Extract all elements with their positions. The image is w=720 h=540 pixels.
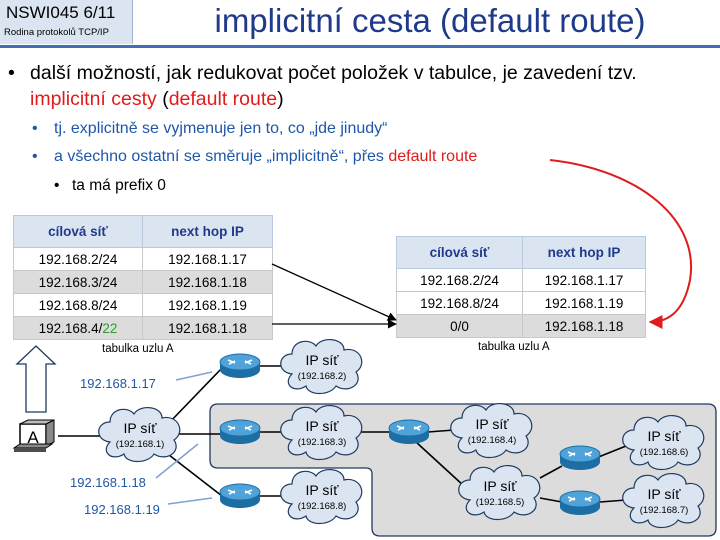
cloud-192-168-8: IP síť (192.168.8) bbox=[280, 469, 363, 525]
dest-cell-aggregated: 192.168.4/22 bbox=[13, 316, 143, 340]
router-icon bbox=[219, 483, 261, 509]
table-row: 192.168.3/24 192.168.1.18 bbox=[13, 270, 273, 294]
ip-pointers bbox=[155, 371, 213, 505]
nexthop-cell: 192.168.1.18 bbox=[142, 316, 273, 340]
cloud-network-label: (192.168.3) bbox=[298, 437, 347, 448]
header-divider bbox=[0, 45, 720, 48]
cloud-title: IP síť bbox=[647, 486, 681, 502]
router-icon bbox=[559, 490, 601, 516]
computer-icon bbox=[12, 419, 55, 452]
cloud-title: IP síť bbox=[123, 420, 157, 436]
slide-title: implicitní cesta (default route) bbox=[214, 2, 646, 39]
col-header-nexthop: next hop IP bbox=[142, 215, 273, 248]
table-row: 192.168.2/24 192.168.1.17 bbox=[396, 268, 646, 292]
cloud-192-168-1: IP síť (192.168.1) bbox=[98, 407, 181, 463]
bullet-sub-implicit: a všechno ostatní se směruje „implicitně… bbox=[54, 148, 477, 166]
dest-cell: 192.168.8/24 bbox=[13, 293, 143, 317]
table-owner-arrow bbox=[15, 345, 57, 413]
bullet-marker: • bbox=[54, 177, 60, 194]
term-default-route-2: default route bbox=[388, 148, 478, 165]
arrow-row-1 bbox=[271, 263, 397, 321]
cloud-192-168-4: IP síť (192.168.4) bbox=[450, 403, 533, 459]
routing-table-default: cílová síť next hop IP 192.168.2/24 192.… bbox=[396, 236, 646, 338]
cloud-network-label: (192.168.7) bbox=[640, 505, 689, 516]
cloud-network-label: (192.168.1) bbox=[116, 439, 165, 450]
dest-cell: 192.168.2/24 bbox=[13, 247, 143, 271]
header-badge bbox=[0, 0, 133, 44]
cloud-192-168-2: IP síť (192.168.2) bbox=[280, 339, 363, 395]
bullet-marker: • bbox=[8, 62, 15, 84]
table-row: 192.168.8/24 192.168.1.19 bbox=[13, 293, 273, 317]
nexthop-cell-default: 192.168.1.18 bbox=[522, 314, 646, 338]
bullet-marker: • bbox=[32, 120, 38, 137]
col-header-nexthop: next hop IP bbox=[522, 236, 646, 269]
dest-cell-default: 0/0 bbox=[396, 314, 523, 338]
cloud-network-label: (192.168.4) bbox=[468, 435, 517, 446]
cloud-network-label: (192.168.5) bbox=[476, 497, 525, 508]
course-subtitle: Rodina protokolů TCP/IP bbox=[4, 27, 109, 38]
cloud-network-label: (192.168.6) bbox=[640, 447, 689, 458]
ip-label-17: 192.168.1.17 bbox=[80, 376, 156, 391]
cloud-192-168-6: IP síť (192.168.6) bbox=[622, 415, 705, 471]
cloud-192-168-7: IP síť (192.168.7) bbox=[622, 473, 705, 529]
term-default-route: default route bbox=[168, 88, 278, 110]
dest-cell: 192.168.2/24 bbox=[396, 268, 523, 292]
routing-table-full: cílová síť next hop IP 192.168.2/24 192.… bbox=[13, 215, 273, 340]
cloud-network-label: (192.168.2) bbox=[298, 371, 347, 382]
table-row-default-route: 0/0 192.168.1.18 bbox=[396, 314, 646, 338]
dest-prefix: 192.168.4/ bbox=[38, 320, 103, 336]
arrow-default-route bbox=[549, 159, 693, 329]
cloud-192-168-3: IP síť (192.168.3) bbox=[280, 405, 363, 461]
cloud-network-label: (192.168.8) bbox=[298, 501, 347, 512]
bullet-marker: • bbox=[32, 148, 38, 165]
table-caption-right: tabulka uzlu A bbox=[478, 341, 550, 353]
cloud-title: IP síť bbox=[305, 352, 339, 368]
cloud-title: IP síť bbox=[305, 482, 339, 498]
router-icon bbox=[219, 353, 261, 379]
course-code: NSWI045 6/11 bbox=[6, 3, 116, 22]
bullet-sub-implicit-text: a všechno ostatní se směruje „implicitně… bbox=[54, 148, 389, 165]
ip-label-19: 192.168.1.19 bbox=[84, 502, 160, 517]
router-icon bbox=[219, 419, 261, 445]
cloud-title: IP síť bbox=[647, 428, 681, 444]
cloud-title: IP síť bbox=[475, 416, 509, 432]
table-row: 192.168.4/22 192.168.1.18 bbox=[13, 316, 273, 340]
prefix-length-22: 22 bbox=[102, 320, 118, 336]
table-caption-left: tabulka uzlu A bbox=[102, 343, 174, 355]
nexthop-cell: 192.168.1.19 bbox=[142, 293, 273, 317]
term-implicit-route: implicitní cesty bbox=[30, 88, 157, 110]
bullet-prefix-zero: ta má prefix 0 bbox=[72, 177, 166, 194]
cloud-title: IP síť bbox=[305, 418, 339, 434]
nexthop-cell: 192.168.1.18 bbox=[142, 270, 273, 294]
bullet-main: další možností, jak redukovat počet polo… bbox=[30, 60, 715, 112]
ip-label-18: 192.168.1.18 bbox=[70, 475, 146, 490]
dest-cell: 192.168.3/24 bbox=[13, 270, 143, 294]
router-icon bbox=[388, 419, 430, 445]
paren-open: ( bbox=[156, 88, 169, 110]
bullet-sub-explicit: tj. explicitně se vyjmenuje jen to, co „… bbox=[54, 120, 388, 137]
paren-close: ) bbox=[277, 88, 284, 110]
bullet-main-text: další možností, jak redukovat počet polo… bbox=[30, 62, 637, 84]
cloud-title: IP síť bbox=[483, 478, 517, 494]
nexthop-cell: 192.168.1.17 bbox=[522, 268, 646, 292]
node-label-a: A bbox=[27, 428, 39, 447]
cloud-192-168-5: IP síť (192.168.5) bbox=[458, 465, 541, 521]
network-links bbox=[58, 365, 627, 503]
router-icon bbox=[559, 445, 601, 471]
